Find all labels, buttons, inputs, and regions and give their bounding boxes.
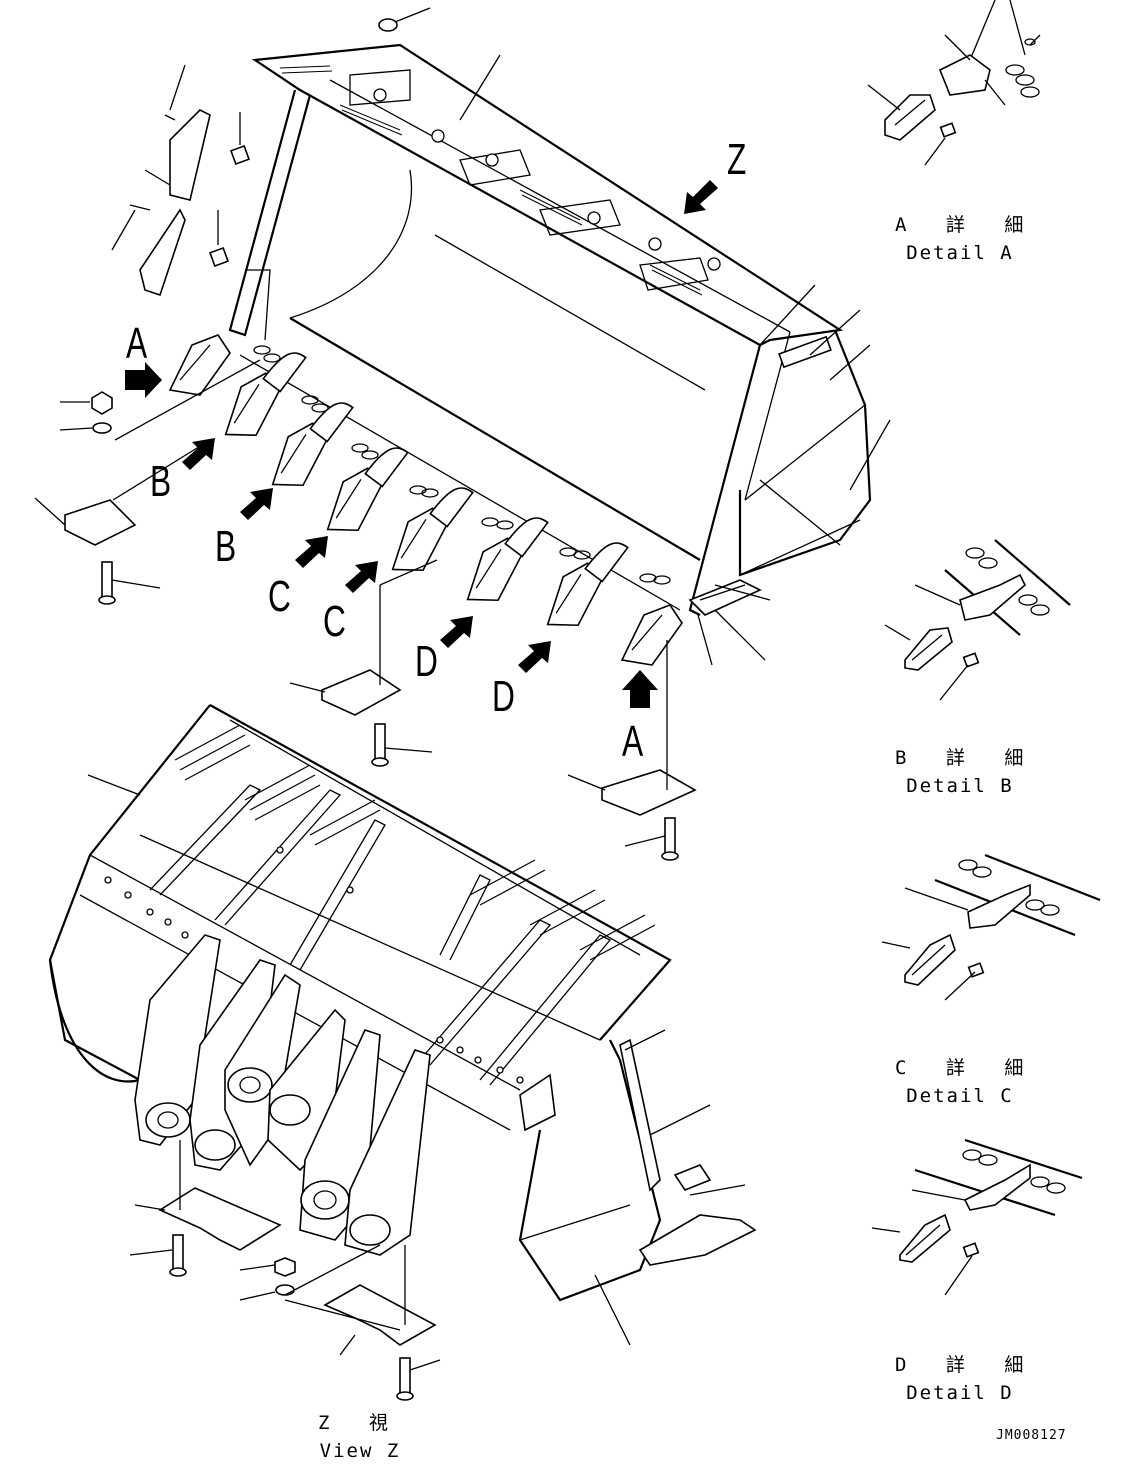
detail-c-caption: C 詳 細 Detail C — [895, 1055, 1025, 1110]
detail-a-jp: A 詳 細 — [895, 214, 1038, 236]
detail-a-caption: A 詳 細 Detail A — [895, 212, 1025, 267]
detail-b-caption: B 詳 細 Detail B — [895, 745, 1025, 800]
callout-c-2: C — [323, 597, 346, 646]
detail-c-en: Detail C — [906, 1084, 1014, 1107]
detail-a-art — [867, 0, 1041, 166]
drawing-reference: JM008127 — [996, 1428, 1067, 1443]
detail-a-en: Detail A — [906, 241, 1014, 264]
leader-lines-bottom — [87, 774, 746, 1371]
view-z-caption: Z 視 View Z — [300, 1410, 420, 1465]
detail-c-jp: C 詳 細 — [895, 1057, 1038, 1079]
callout-a-right: A — [622, 717, 644, 766]
view-z-bucket — [48, 704, 757, 1401]
leader-lines-top — [34, 7, 891, 847]
detail-b-jp: B 詳 細 — [895, 747, 1038, 769]
view-z-en: View Z — [319, 1439, 401, 1462]
callout-d-2: D — [492, 672, 515, 721]
detail-b-en: Detail B — [906, 774, 1014, 797]
callout-arrows — [125, 180, 718, 708]
callout-z: Z — [727, 135, 747, 184]
detail-d-jp: D 詳 細 — [895, 1354, 1038, 1376]
callout-b-1: B — [150, 457, 172, 506]
teeth-row — [168, 334, 683, 666]
callout-d-1: D — [415, 637, 438, 686]
detail-b-art — [884, 539, 1071, 701]
callout-a-left: A — [126, 319, 148, 368]
view-z-jp: Z 視 — [318, 1412, 402, 1434]
detail-d-en: Detail D — [906, 1381, 1014, 1404]
callout-c-1: C — [268, 572, 291, 621]
side-cutters-left — [129, 109, 250, 297]
callout-b-2: B — [215, 522, 237, 571]
detail-c-art — [881, 853, 1101, 1001]
hardware — [64, 18, 697, 861]
detail-d-caption: D 詳 細 Detail D — [895, 1352, 1025, 1407]
detail-d-art — [871, 1138, 1083, 1296]
